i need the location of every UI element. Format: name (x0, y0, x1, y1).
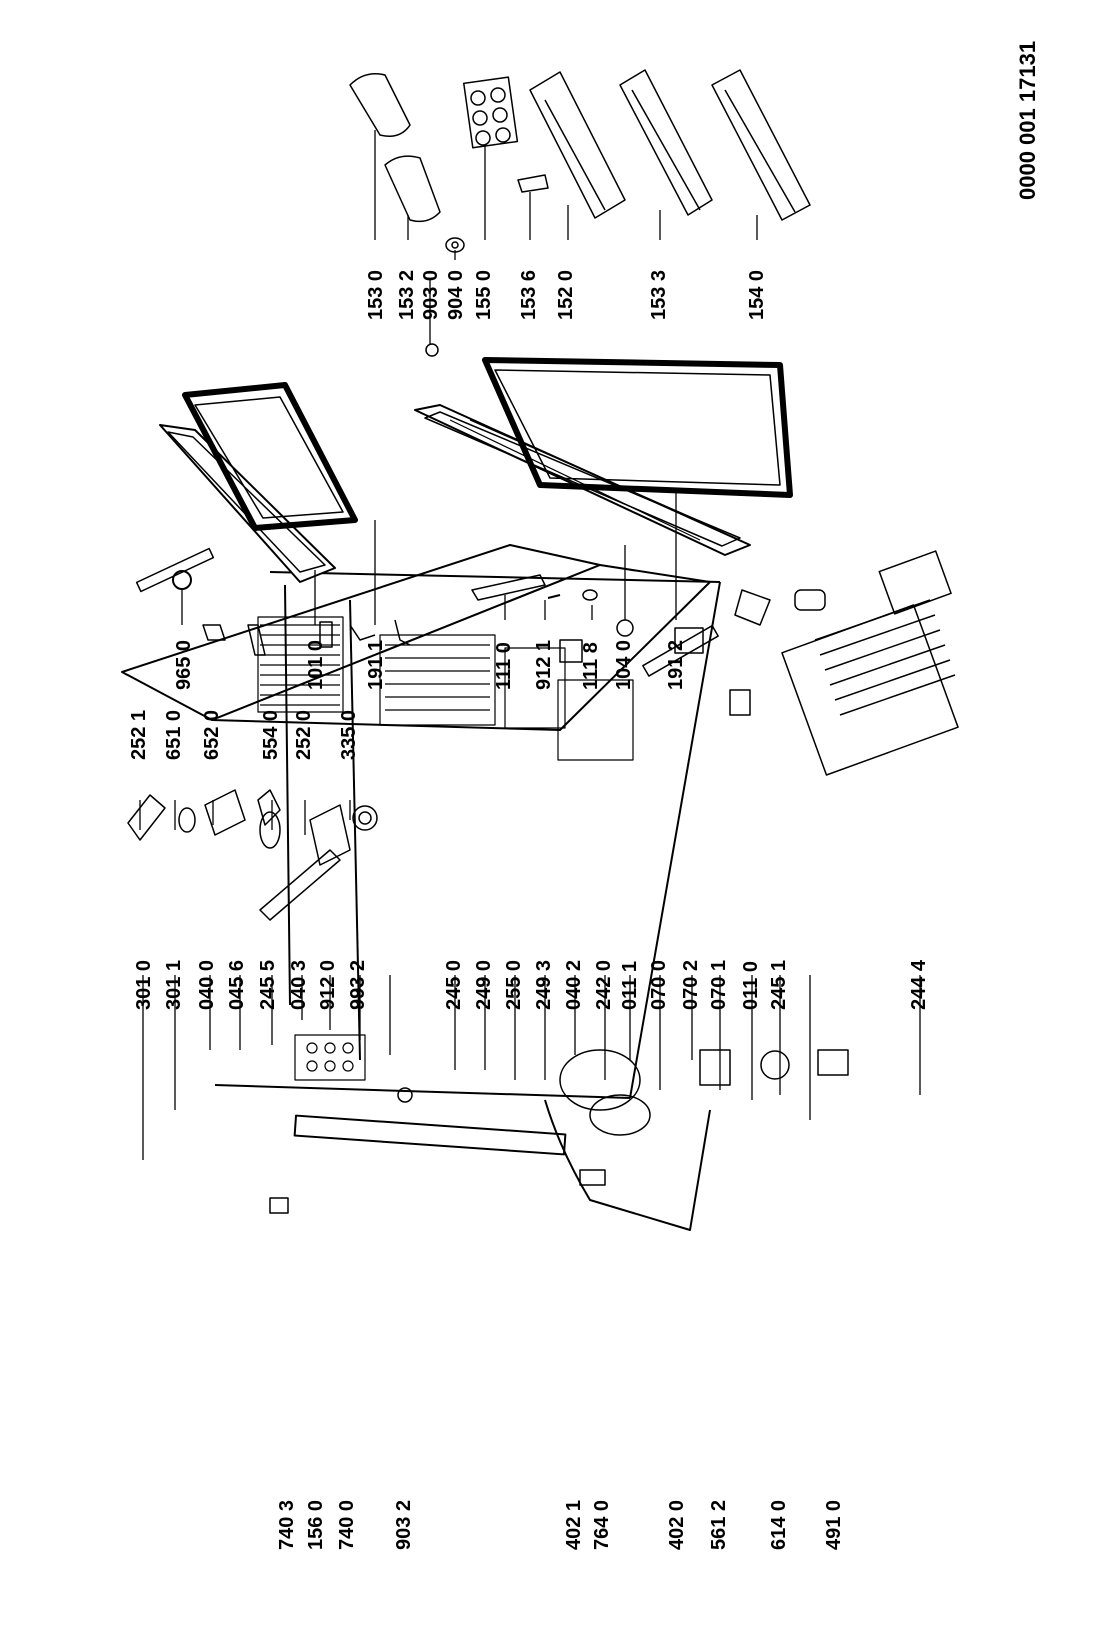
part-label-614-0: 614 0 (768, 1500, 790, 1550)
part-label-491-0: 491 0 (823, 1500, 845, 1550)
bottom-loose-parts (269, 1049, 849, 1214)
part-label-070-1: 070 1 (708, 960, 730, 1010)
part-label-242-0: 242 0 (593, 960, 615, 1010)
part-label-244-4: 244 4 (908, 959, 930, 1010)
part-label-904-0: 904 0 (445, 270, 467, 320)
part-label-301-1: 301 1 (163, 960, 185, 1010)
part-label-245-5: 245 5 (257, 960, 279, 1010)
part-label-070-2: 070 2 (680, 960, 702, 1010)
part-label-153-2: 153 2 (396, 270, 418, 320)
part-label-153-6: 153 6 (518, 270, 540, 320)
part-label-764-0: 764 0 (591, 1500, 613, 1550)
part-label-252-1: 252 1 (128, 710, 150, 760)
part-label-153-3: 153 3 (648, 270, 670, 320)
part-label-155-0: 155 0 (473, 270, 495, 320)
part-label-402-0: 402 0 (666, 1500, 688, 1550)
part-label-252-0: 252 0 (293, 710, 315, 760)
part-label-104-0: 104 0 (613, 640, 635, 690)
part-label-912-0: 912 0 (317, 960, 339, 1010)
part-label-040-3: 040 3 (288, 960, 310, 1010)
part-label-554-0: 554 0 (260, 710, 282, 760)
part-label-965-0: 965 0 (173, 640, 195, 690)
part-label-111-8: 111 8 (580, 642, 602, 690)
doors (159, 357, 793, 601)
door-balconies (349, 69, 811, 357)
document-id: 0000 001 17131 (1015, 41, 1040, 200)
part-label-153-0: 153 0 (365, 270, 387, 320)
leader-lines (139, 130, 921, 1160)
part-label-903-0: 903 0 (420, 270, 442, 320)
part-label-561-2: 561 2 (708, 1500, 730, 1550)
part-label-255-0: 255 0 (503, 960, 525, 1010)
part-label-740-3: 740 3 (276, 1500, 298, 1550)
part-label-245-1: 245 1 (768, 960, 790, 1010)
part-label-152-0: 152 0 (555, 270, 577, 320)
thermostat-parts (127, 789, 378, 921)
part-label-191-2: 191 2 (665, 640, 687, 690)
part-labels: 301 0 301 1 040 0 045 6 245 5 040 3 912 0 993 2… (128, 270, 930, 1550)
part-label-111-0: 111 0 (493, 642, 515, 690)
part-label-040-0: 040 0 (196, 960, 218, 1010)
shelf-hatching (257, 616, 634, 1081)
part-label-011-0: 011 0 (740, 961, 762, 1010)
part-label-156-0: 156 0 (305, 1500, 327, 1550)
part-label-903-2: 903 2 (393, 1500, 415, 1550)
part-label-652-0: 652 0 (201, 710, 223, 760)
part-label-101-0: 101 0 (305, 640, 327, 690)
part-label-993-2: 993 2 (347, 960, 369, 1010)
part-label-245-0: 245 0 (443, 960, 465, 1010)
part-label-740-0: 740 0 (336, 1500, 358, 1550)
part-label-154-0: 154 0 (746, 270, 768, 320)
part-label-040-2: 040 2 (563, 960, 585, 1010)
part-label-402-1: 402 1 (563, 1500, 585, 1550)
top-loose-parts (135, 547, 959, 776)
part-label-191-1: 191 1 (365, 640, 387, 690)
part-label-301-0: 301 0 (133, 960, 155, 1010)
part-label-249-3: 249 3 (533, 960, 555, 1010)
part-label-651-0: 651 0 (163, 710, 185, 760)
part-label-249-0: 249 0 (473, 960, 495, 1010)
part-label-070-0: 070 0 (648, 960, 670, 1010)
part-label-045-6: 045 6 (226, 960, 248, 1010)
part-label-011-1: 011 1 (619, 961, 641, 1010)
part-label-912-1: 912 1 (533, 640, 555, 690)
part-label-335-0: 335 0 (338, 710, 360, 760)
